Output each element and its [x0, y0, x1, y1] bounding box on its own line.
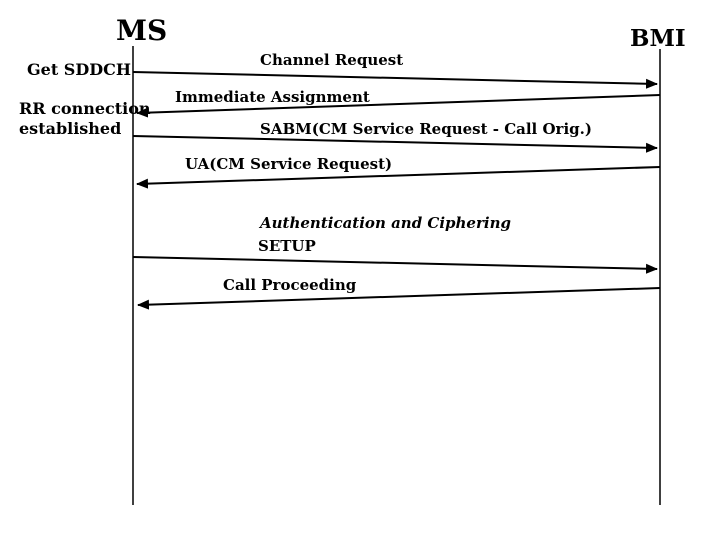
- note-label-1: Authentication and Ciphering: [260, 214, 511, 232]
- side-note-1: Get SDDCH: [27, 60, 131, 79]
- message-arrow-1: [132, 71, 658, 89]
- message-label-1: Channel Request: [260, 51, 404, 69]
- side-note-3: established: [19, 119, 122, 138]
- message-arrow-3: [132, 135, 658, 153]
- message-arrow-5: [132, 256, 658, 274]
- message-label-6: Call Proceeding: [223, 276, 357, 294]
- participant-title-ms: MS: [116, 14, 168, 47]
- message-label-5: SETUP: [258, 237, 316, 255]
- participant-title-bmi: BMI: [630, 25, 686, 52]
- message-arrow-4: [136, 166, 661, 189]
- message-label-4: UA(CM Service Request): [185, 155, 393, 173]
- message-label-3: SABM(CM Service Request - Call Orig.): [260, 120, 592, 138]
- message-arrow-2: [136, 94, 661, 118]
- side-note-2: RR connection: [19, 99, 151, 118]
- message-label-2: Immediate Assignment: [175, 88, 370, 106]
- message-arrow-6: [137, 287, 661, 310]
